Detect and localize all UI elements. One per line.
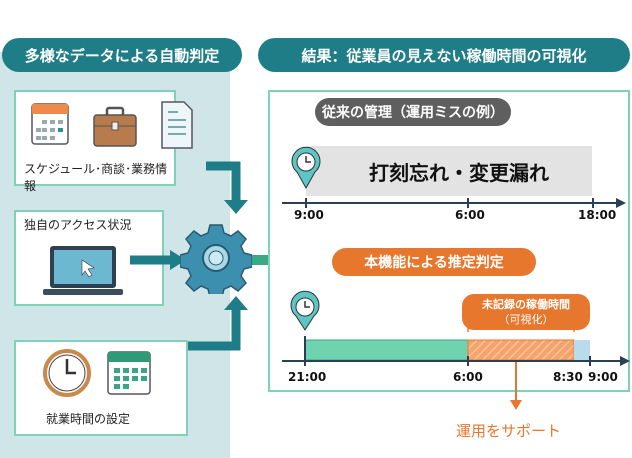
callout-line2: （可視化） — [498, 313, 554, 326]
document-icon — [161, 101, 193, 149]
laptop-icon — [43, 246, 123, 295]
source-label-access: 独自のアクセス状況 — [24, 218, 132, 232]
tick-6-00: 6:00 — [455, 208, 485, 222]
unrecorded-callout: 未記録の稼働時間 （可視化） — [462, 294, 590, 330]
tick-9-00: 9:00 — [294, 208, 324, 222]
calendar-icon — [31, 103, 69, 145]
clock-icon — [43, 349, 91, 397]
tick-6-00-b: 6:00 — [453, 370, 483, 384]
scheduled-bar — [574, 340, 590, 360]
right-header: 結果：従業員の見えない稼働時間の可視化 — [258, 38, 630, 72]
missed-punch-banner: 打刻忘れ・変更漏れ — [306, 146, 592, 196]
estimation-title: 本機能による推定判定 — [332, 248, 536, 276]
recorded-bar — [304, 339, 469, 361]
traditional-title: 従来の管理（運用ミスの例） — [315, 98, 511, 126]
traditional-timeline — [282, 146, 626, 208]
source-label-worktime: 就業時間の設定 — [46, 412, 131, 426]
tick-21-00: 21:00 — [288, 370, 327, 384]
support-label: 運用をサポート — [456, 422, 562, 440]
clock-pin-icon — [291, 146, 321, 190]
source-label-schedule: スケジュール･商談･業務情報 — [24, 162, 168, 193]
tick-18-00: 18:00 — [578, 208, 617, 222]
tick-9-00-b: 9:00 — [588, 370, 618, 384]
callout-line1: 未記録の稼働時間 — [482, 298, 570, 311]
clock-pin-icon — [290, 290, 320, 331]
source-box-worktime: 就業時間の設定 — [14, 340, 188, 436]
source-box-schedule: スケジュール･商談･業務情報 — [14, 90, 193, 193]
briefcase-icon — [93, 106, 137, 147]
left-header: 多様なデータによる自動判定 — [2, 38, 242, 72]
tick-8-30: 8:30 — [553, 370, 583, 384]
unrecorded-bar — [467, 339, 575, 361]
estimation-timeline — [282, 290, 630, 410]
calendar-icon — [107, 351, 151, 395]
gear-icon — [180, 224, 252, 294]
